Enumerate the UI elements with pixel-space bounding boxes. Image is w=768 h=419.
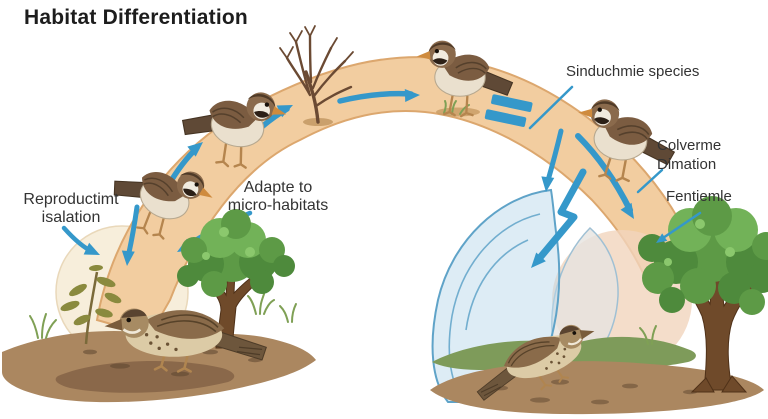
label-adapt-micro-habitats: Adapte to micro-habitats xyxy=(206,179,350,215)
sapling-plant xyxy=(60,264,122,345)
label-pointers xyxy=(528,85,702,247)
label-fentiemle: Fentiemle xyxy=(666,188,732,205)
left-tree xyxy=(177,209,295,349)
bare-tree xyxy=(279,25,354,126)
label-adapt-line1: Adapte to xyxy=(243,179,313,196)
left-grass-tufts xyxy=(29,293,297,339)
label-adapt-line2: micro-habitats xyxy=(227,196,329,214)
label-colverme-line2: Dimation xyxy=(657,155,717,173)
label-colverme-dimation: Colverme Dimation xyxy=(657,137,721,175)
label-reproductive-isolation-line1: Reproductimt xyxy=(23,191,119,208)
equals-bars xyxy=(484,94,533,127)
page-title: Habitat Differentiation xyxy=(24,6,248,29)
right-tree-foliage xyxy=(638,196,768,315)
right-descending-arrows xyxy=(526,128,640,273)
label-species: Sinduchmie species xyxy=(566,63,700,80)
label-reproductive-isolation-line2: isalation xyxy=(41,208,101,226)
right-tree xyxy=(638,196,768,393)
left-tree-foliage xyxy=(177,209,295,297)
label-reproductive-isolation: Reproductimt isalation xyxy=(2,191,140,227)
label-colverme-line1: Colverme xyxy=(657,137,722,154)
